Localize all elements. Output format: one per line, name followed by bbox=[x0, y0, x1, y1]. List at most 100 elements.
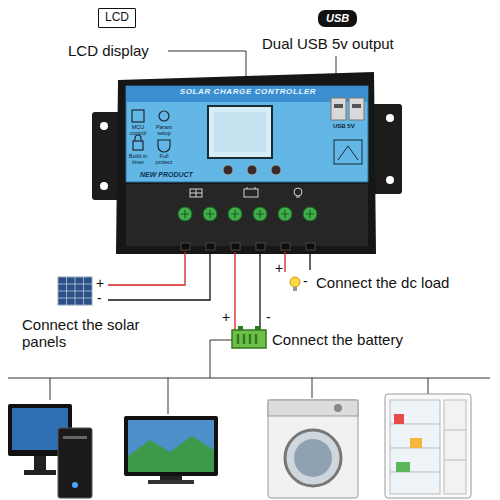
bulb-icon bbox=[293, 287, 297, 291]
washing-machine-picture bbox=[294, 439, 332, 477]
polarity-sign: + bbox=[275, 260, 283, 276]
solar-panel-icon bbox=[58, 277, 92, 305]
terminal-socket bbox=[281, 243, 290, 250]
terminal-symbol bbox=[296, 197, 300, 198]
terminal-symbol bbox=[190, 189, 202, 197]
feature-icon bbox=[159, 111, 169, 121]
wire bbox=[108, 252, 210, 300]
feature-icon bbox=[158, 140, 170, 152]
wire bbox=[108, 252, 185, 285]
panel-label: Param setup bbox=[151, 124, 177, 137]
polarity-sign: - bbox=[266, 309, 271, 325]
terminal-socket bbox=[206, 243, 215, 250]
tv-picture bbox=[124, 416, 218, 476]
wire bbox=[309, 252, 310, 270]
solar-panel-icon bbox=[58, 277, 92, 305]
usb-port bbox=[331, 98, 364, 164]
battery-icon bbox=[232, 330, 266, 348]
tv-picture bbox=[160, 476, 182, 480]
bus-line bbox=[8, 378, 490, 379]
mounting-tab bbox=[386, 176, 394, 184]
usb-port bbox=[334, 104, 343, 108]
computer-picture bbox=[34, 456, 46, 470]
usb-port bbox=[334, 140, 362, 164]
bulb-icon bbox=[290, 277, 300, 291]
callout-label: Dual USB 5v output bbox=[262, 35, 394, 52]
fridge-picture bbox=[444, 400, 466, 494]
mounting-tab bbox=[100, 122, 108, 130]
terminal-socket bbox=[306, 243, 315, 250]
washing-machine-picture bbox=[334, 404, 342, 412]
push-button bbox=[271, 165, 281, 175]
computer-picture bbox=[72, 482, 78, 488]
mounting-tab bbox=[100, 182, 108, 190]
terminal-symbol bbox=[294, 188, 302, 196]
polarity-sign: + bbox=[222, 309, 230, 325]
bus-line bbox=[210, 340, 232, 378]
battery-icon bbox=[238, 334, 256, 344]
push-button bbox=[223, 165, 233, 175]
callout-label: Connect the solar panels bbox=[22, 316, 140, 351]
bulb-icon bbox=[290, 277, 300, 287]
polarity-sign: - bbox=[97, 290, 102, 306]
callout-label: Connect the battery bbox=[272, 331, 403, 348]
polarity-sign: - bbox=[303, 273, 308, 289]
fridge-picture bbox=[410, 438, 422, 448]
fridge-picture bbox=[444, 430, 466, 460]
terminal-socket bbox=[256, 243, 265, 250]
panel-label: NEW PRODUCT bbox=[140, 171, 193, 179]
fridge-picture bbox=[385, 394, 471, 498]
terminal-socket bbox=[231, 243, 240, 250]
callout-label: LCD display bbox=[68, 42, 149, 59]
panel-label: Full protect bbox=[151, 153, 177, 166]
panel-label: USB 5V bbox=[333, 123, 355, 130]
washing-machine-picture bbox=[268, 400, 358, 416]
push-button bbox=[223, 165, 281, 175]
controller-housing bbox=[116, 72, 376, 254]
wire bbox=[284, 252, 285, 272]
washing-machine-picture bbox=[268, 400, 358, 498]
feature-icon bbox=[133, 141, 143, 150]
tv-picture bbox=[128, 436, 214, 472]
computer-picture bbox=[58, 428, 92, 498]
fridge-picture bbox=[394, 414, 404, 424]
controller-housing bbox=[116, 72, 376, 254]
lcd-screen bbox=[214, 112, 266, 152]
computer-picture bbox=[63, 436, 87, 439]
usb-icon-badge: USB bbox=[318, 10, 357, 27]
push-button bbox=[247, 165, 257, 175]
terminal-symbol bbox=[244, 189, 258, 197]
lcd-icon-box: LCD bbox=[98, 8, 136, 28]
terminal-symbol bbox=[190, 187, 302, 197]
mounting-tab bbox=[386, 114, 394, 122]
usb-port bbox=[331, 98, 346, 120]
fridge-picture bbox=[390, 424, 440, 472]
washing-machine-picture bbox=[268, 400, 358, 498]
solar-panel-icon bbox=[58, 277, 92, 305]
terminal-screw bbox=[181, 210, 314, 218]
tv-picture bbox=[124, 416, 218, 484]
tv-picture bbox=[128, 420, 214, 472]
polarity-sign: + bbox=[96, 275, 104, 291]
wire bbox=[259, 252, 260, 330]
bus-line bbox=[50, 378, 428, 414]
fridge-picture bbox=[396, 462, 410, 472]
callout-label: Connect the dc load bbox=[316, 274, 449, 291]
battery-icon bbox=[232, 326, 266, 348]
controller-housing bbox=[126, 184, 368, 246]
terminal-screw bbox=[178, 207, 317, 221]
panel-label: MCU control bbox=[125, 124, 151, 137]
terminal-socket bbox=[181, 243, 190, 250]
controller-housing bbox=[126, 86, 368, 182]
lcd-screen bbox=[208, 106, 272, 158]
tv-picture bbox=[148, 480, 194, 484]
wire bbox=[234, 252, 235, 330]
panel-label: Build-in timer bbox=[125, 153, 151, 166]
node-text: SOLAR CHARGE CONTROLLER bbox=[96, 87, 400, 96]
feature-icon bbox=[132, 110, 144, 122]
lcd-screen bbox=[208, 106, 272, 158]
